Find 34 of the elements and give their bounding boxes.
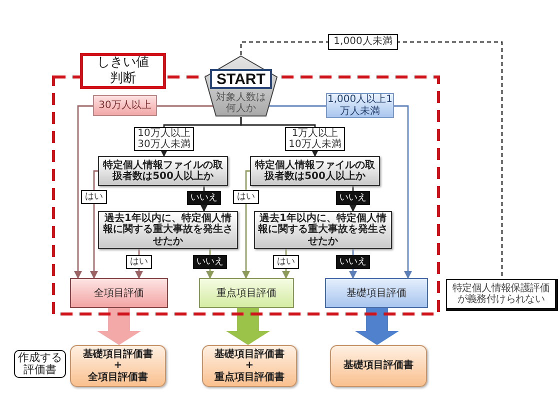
decision-box: 過去1年以内に、特定個人情報に関する重大事故を発生させたか <box>254 211 392 249</box>
result-box: 基礎項目評価 <box>325 278 428 308</box>
arrow <box>242 170 250 279</box>
block-arrow <box>355 308 399 345</box>
edge-label: 10万人以上30万人未満 <box>134 127 194 151</box>
block-arrow <box>226 308 270 345</box>
note-box: 特定個人情報保護評価が義務付けられない <box>446 279 558 311</box>
decision-box: 特定個人情報ファイルの取扱者数は500人以上か <box>250 156 380 186</box>
edge-label: いいえ <box>336 191 370 205</box>
edge-label: いいえ <box>336 255 370 269</box>
start-pentagon <box>204 55 278 117</box>
result-box: 全項目評価 <box>70 278 168 308</box>
edge-label: いいえ <box>193 255 227 269</box>
edge-label: 30万人以上 <box>93 95 157 116</box>
start-label: START <box>210 69 272 89</box>
edge-label: はい <box>233 190 259 204</box>
decision-box: 過去1年以内に、特定個人情報に関する重大事故を発生させたか <box>98 211 238 249</box>
edge-label: はい <box>273 255 299 269</box>
output-box: 基礎項目評価書 <box>330 345 427 387</box>
block-arrow <box>97 308 141 345</box>
question-text: 対象人数は何人か <box>216 92 266 114</box>
edge-label: はい <box>81 190 107 204</box>
output-box: 基礎項目評価書 + 全項目評価書 <box>70 345 166 387</box>
decision-box: 特定個人情報ファイルの取扱者数は500人以上か <box>98 156 228 186</box>
edge-label: 1,000人以上1万人未満 <box>326 93 394 118</box>
edge-label: はい <box>126 255 152 269</box>
heading-box: しきい値判断 <box>80 53 166 89</box>
tag-box: 作成する評価書 <box>14 350 66 378</box>
output-box: 基礎項目評価書 + 重点項目評価書 <box>202 345 297 387</box>
edge-label: 1万人以上10万人未満 <box>285 127 345 151</box>
edge-label: いいえ <box>187 191 221 205</box>
edge-label: 1,000人未満 <box>328 34 398 50</box>
arrow <box>90 170 98 279</box>
result-box: 重点項目評価 <box>199 278 294 308</box>
